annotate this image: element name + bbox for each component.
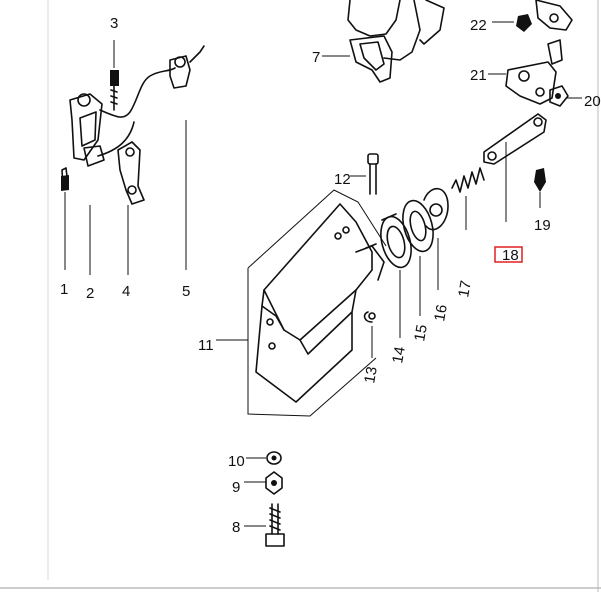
part-9-nut <box>244 471 283 495</box>
part-1-screw <box>61 167 69 270</box>
part-10-washer <box>246 451 282 465</box>
part-4-clip-bracket <box>117 141 145 275</box>
callout-1: 1 <box>60 281 68 298</box>
callout-4: 4 <box>122 283 130 300</box>
callout-9: 9 <box>232 479 240 496</box>
callout-21: 21 <box>470 67 487 84</box>
part-15-washer <box>402 199 434 316</box>
callout-15: 15 <box>411 323 431 342</box>
part-8-bolt <box>244 503 285 547</box>
callout-14: 14 <box>389 345 409 364</box>
callout-20: 20 <box>584 93 601 110</box>
part-12-pin <box>350 153 379 195</box>
callout-10: 10 <box>228 453 245 470</box>
part-17-spring <box>451 167 485 230</box>
part-14-bushing <box>380 213 412 338</box>
callout-11: 11 <box>198 337 214 354</box>
callout-5: 5 <box>182 283 190 300</box>
part-20-nut <box>549 85 582 107</box>
callout-3: 3 <box>110 15 118 32</box>
callout-7: 7 <box>312 49 320 66</box>
part-21-link-plate <box>488 61 557 105</box>
part-11-solenoid-housing <box>216 189 387 417</box>
callout-12: 12 <box>334 171 351 188</box>
callout-8: 8 <box>232 519 240 536</box>
callout-17: 17 <box>455 279 475 298</box>
part-5-cable-connector <box>97 45 205 270</box>
callout-18: 18 <box>502 247 519 264</box>
part-19-screw <box>534 168 546 208</box>
callout-16: 16 <box>431 303 451 322</box>
part-2-sensor-bracket <box>69 93 105 275</box>
part-16-circlip <box>423 187 449 290</box>
callout-13: 13 <box>361 365 381 384</box>
highlight-box-18 <box>494 246 523 263</box>
callout-19: 19 <box>534 217 551 234</box>
part-13-cclip <box>363 311 376 358</box>
part-7-lever-housing <box>322 0 445 83</box>
part-lever-arm-top <box>535 0 573 65</box>
part-22-nut <box>492 14 532 32</box>
part-18-link-rod <box>483 113 547 222</box>
callout-22: 22 <box>470 17 487 34</box>
callout-2: 2 <box>86 285 94 302</box>
part-3-nut-bolt <box>110 40 119 111</box>
